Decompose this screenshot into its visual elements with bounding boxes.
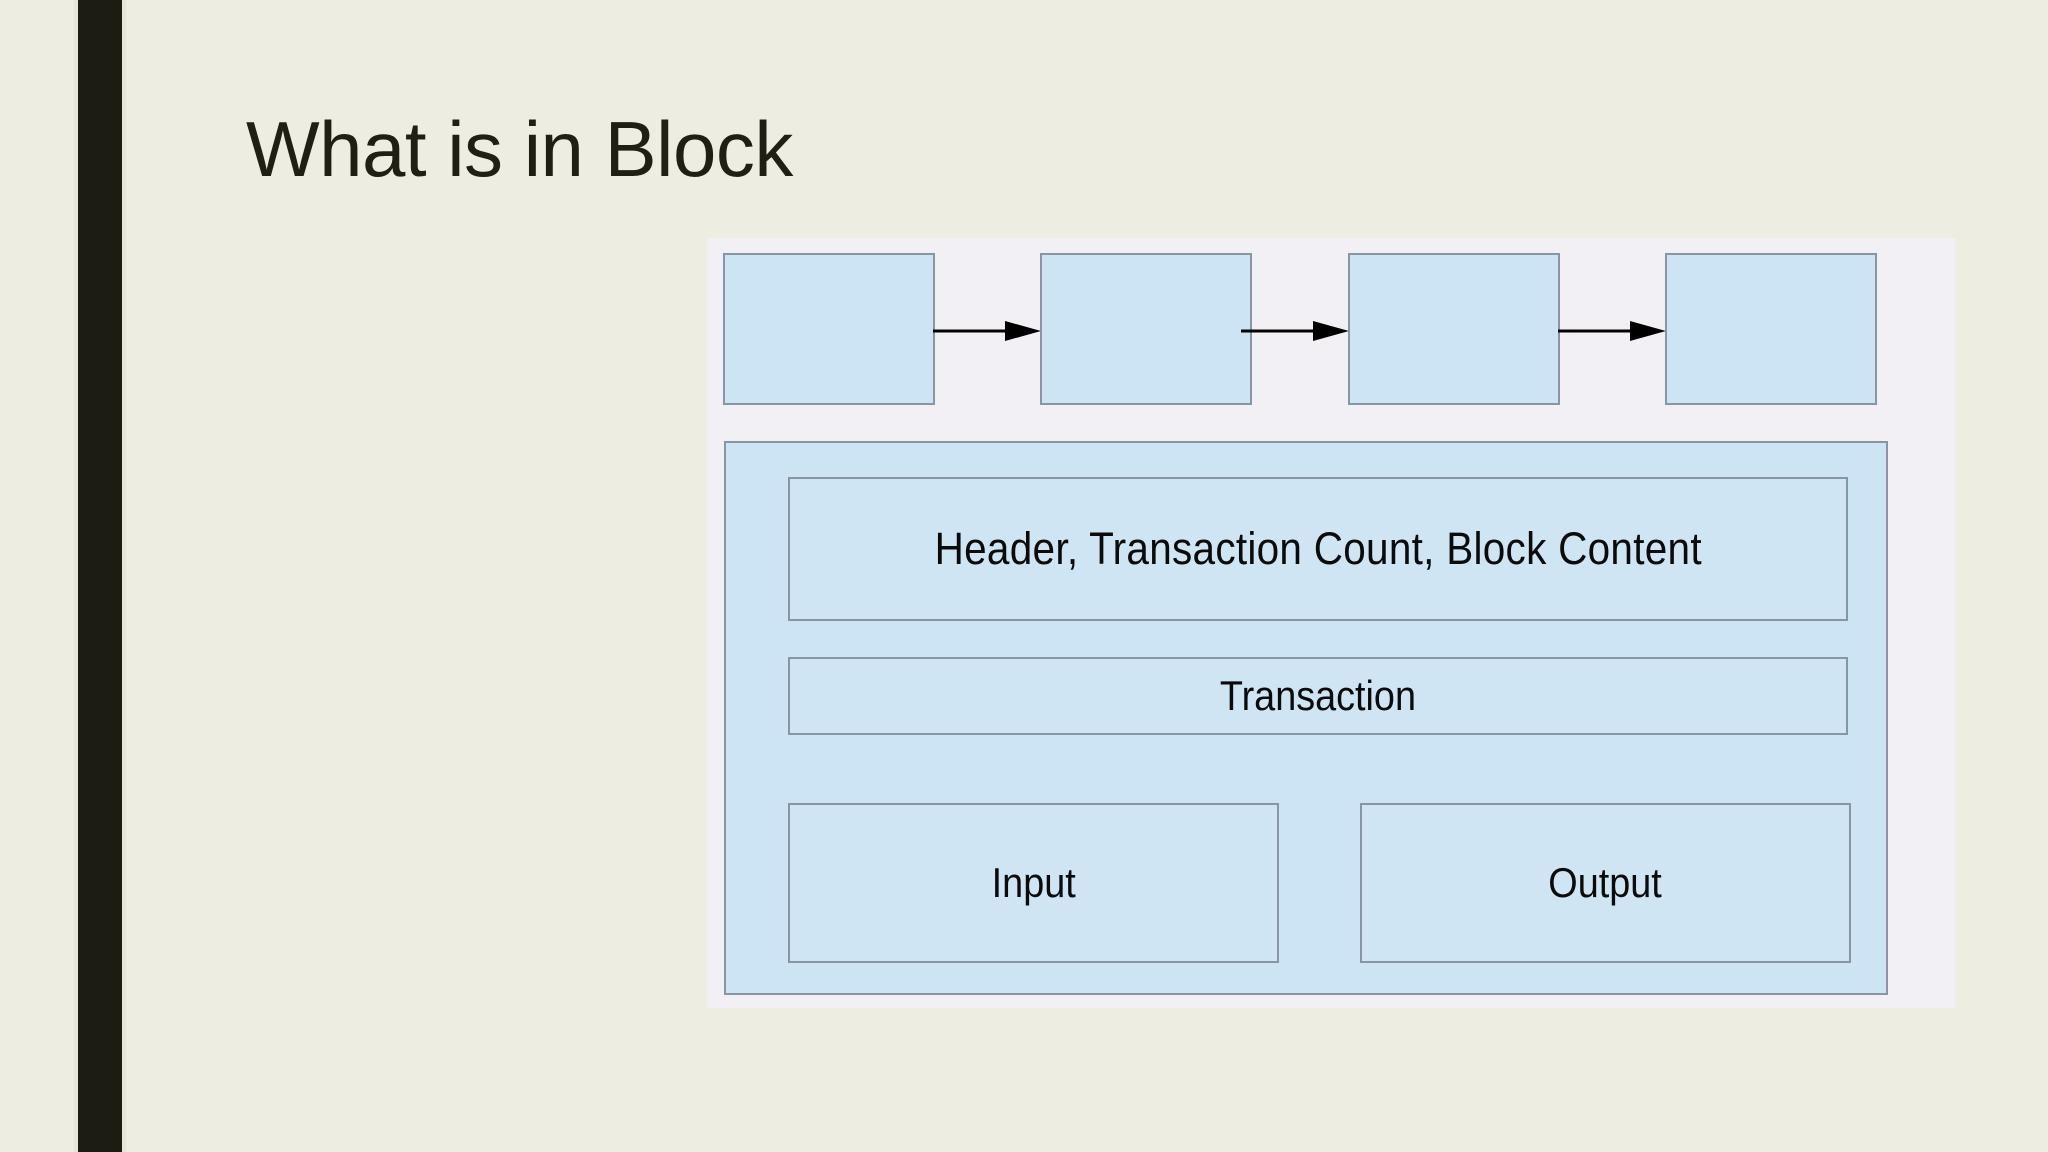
chain-block-1[interactable] xyxy=(723,253,935,405)
left-accent-bar xyxy=(78,0,122,1152)
block-detail-panel: Header, Transaction Count, Block Content… xyxy=(724,441,1888,995)
chain-arrow-1-icon xyxy=(933,321,1041,341)
transaction-box[interactable]: Transaction xyxy=(788,657,1848,735)
chain-arrow-3-icon xyxy=(1558,321,1666,341)
output-box[interactable]: Output xyxy=(1360,803,1851,963)
chain-block-2[interactable] xyxy=(1040,253,1252,405)
header-transaction-count-block-content-box[interactable]: Header, Transaction Count, Block Content xyxy=(788,477,1848,621)
chain-block-4[interactable] xyxy=(1665,253,1877,405)
output-box-label: Output xyxy=(1548,859,1663,906)
input-box[interactable]: Input xyxy=(788,803,1279,963)
block-diagram: Header, Transaction Count, Block Content… xyxy=(707,238,1955,1008)
accent-bar-hairline-right xyxy=(122,0,126,1152)
page-title: What is in Block xyxy=(246,105,793,193)
input-box-label: Input xyxy=(991,859,1076,906)
chain-arrow-2-icon xyxy=(1241,321,1349,341)
transaction-box-label: Transaction xyxy=(1219,672,1417,719)
header-box-label: Header, Transaction Count, Block Content xyxy=(934,523,1702,574)
blockchain-chain xyxy=(723,253,1939,413)
chain-block-3[interactable] xyxy=(1348,253,1560,405)
accent-bar-hairline-left xyxy=(74,0,78,1152)
